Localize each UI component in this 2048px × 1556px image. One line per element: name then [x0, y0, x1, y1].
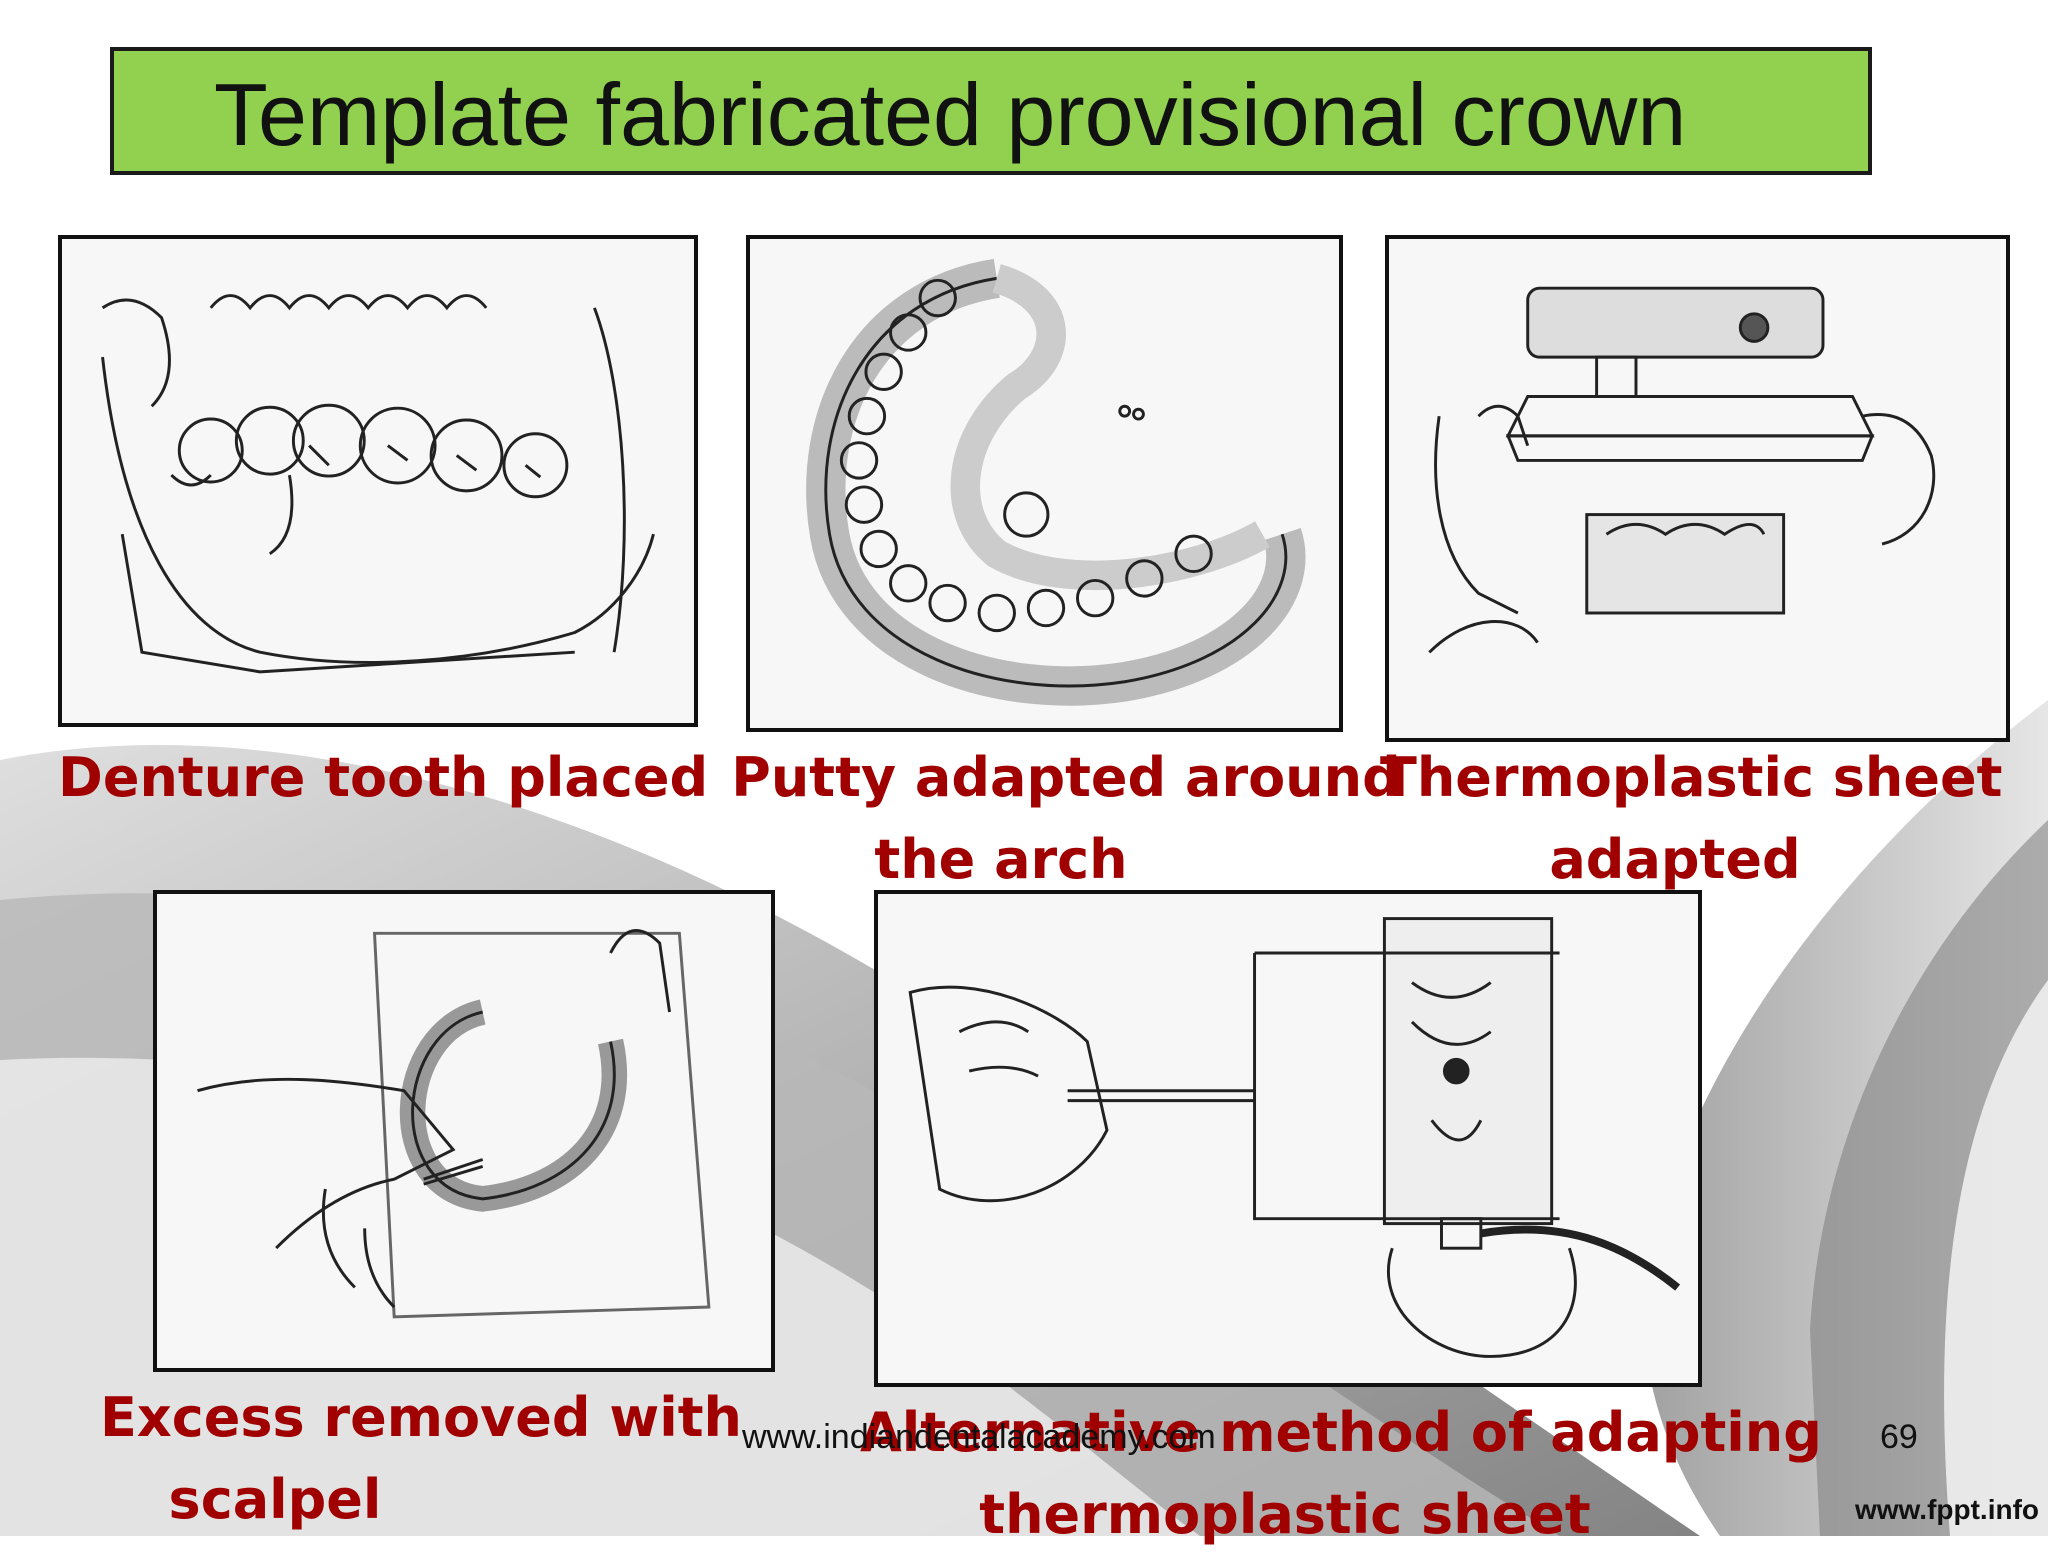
vacuum-former-illustration [1428, 286, 1936, 654]
scalpel-trim-illustration [197, 929, 711, 1319]
page-number: 69 [1880, 1418, 1918, 1456]
panel-denture-tooth-image [58, 235, 698, 727]
caption-putty: Putty adapted around the arch [726, 737, 1406, 901]
putty-arch-illustration [806, 258, 1306, 706]
caption-line-2: scalpel [168, 1468, 382, 1531]
caption-alternative-method: Alternative method of adapting thermopla… [860, 1392, 1822, 1556]
caption-line-2: the arch [874, 828, 1128, 891]
caption-line-1: Denture tooth placed [58, 746, 709, 809]
panel-scalpel-image [153, 890, 775, 1372]
caption-thermoplastic: Thermoplastic sheet adapted [1380, 737, 2003, 901]
brand-watermark: www.fppt.info [1855, 1494, 2040, 1525]
caption-line-2: adapted [1549, 828, 1801, 891]
slide-title: Template fabricated provisional crown [214, 65, 1687, 164]
caption-line-1: Alternative method of adapting [860, 1401, 1822, 1464]
caption-line-2: thermoplastic sheet [979, 1483, 1591, 1546]
denture-tooth-illustration [101, 294, 655, 674]
panel-vacuum-former-image [1385, 235, 2010, 742]
caption-line-1: Putty adapted around [731, 746, 1401, 809]
alternative-method-illustration [908, 917, 1681, 1358]
footer-url: www.indiandentalacademy.com [742, 1418, 1216, 1456]
caption-line-1: Thermoplastic sheet [1380, 746, 2003, 809]
panel-alternative-method-image [874, 890, 1702, 1387]
caption-scalpel: Excess removed with scalpel [100, 1377, 742, 1541]
panel-putty-image [746, 235, 1343, 732]
caption-denture-tooth: Denture tooth placed [58, 737, 709, 819]
caption-line-1: Excess removed with [100, 1386, 742, 1449]
title-box: Template fabricated provisional crown [110, 47, 1872, 175]
